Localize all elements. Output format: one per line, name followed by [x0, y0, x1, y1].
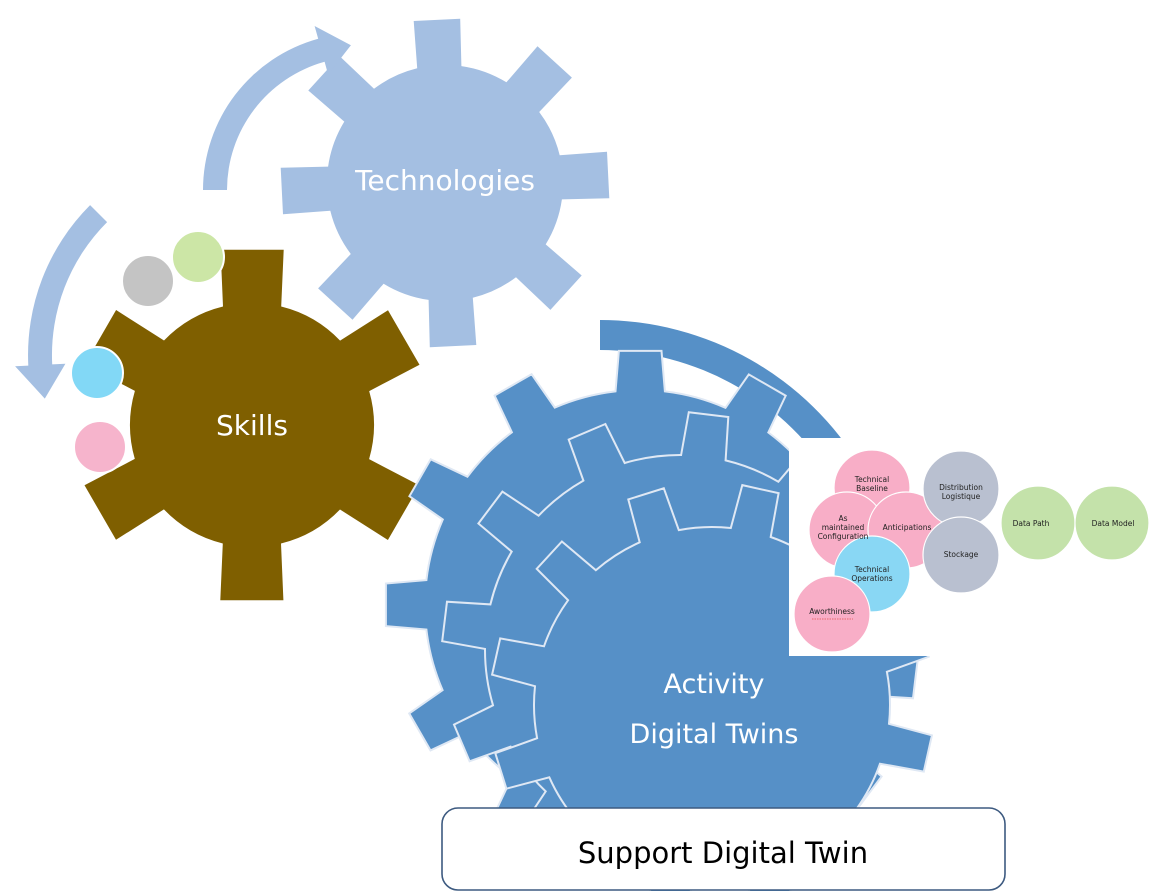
venn-label-logistique: Logistique — [942, 492, 981, 501]
technologies-gear — [280, 18, 610, 348]
venn-label-operations: Operations — [851, 574, 892, 583]
venn-label-maintained: maintained — [822, 523, 865, 532]
venn-label-baseline: Baseline — [856, 484, 888, 493]
green-dot — [171, 230, 225, 284]
skills-label: Skills — [216, 409, 288, 442]
technologies-label: Technologies — [354, 164, 535, 197]
venn-data-model — [1074, 485, 1150, 561]
venn-label-configuration: Configuration — [818, 532, 869, 541]
gray-dot — [121, 254, 175, 308]
venn-label-anticipations: Anticipations — [883, 523, 932, 532]
support-digital-twin-label: Support Digital Twin — [578, 836, 868, 870]
digital-twins-label: Digital Twins — [630, 719, 799, 750]
venn-label-data-path: Data Path — [1013, 519, 1050, 528]
venn-label-technical: Technical — [854, 475, 889, 484]
venn-label-distribution: Distribution — [939, 483, 983, 492]
venn-label-technical-ops: Technical — [854, 565, 889, 574]
venn-diagram — [793, 449, 1150, 653]
cyan-dot — [70, 346, 124, 400]
pink-dot — [73, 420, 127, 474]
venn-label-data-model: Data Model — [1092, 519, 1135, 528]
venn-label-as: As — [838, 514, 847, 523]
skills-gear — [84, 249, 420, 601]
curved-arrow-top — [203, 26, 351, 190]
venn-label-stockage: Stockage — [944, 550, 979, 559]
support-digital-twin-box — [441, 807, 1006, 891]
venn-label-aworthiness: Aworthiness — [809, 607, 855, 616]
activity-label: Activity — [664, 669, 765, 700]
venn-aworthiness — [793, 575, 871, 653]
venn-stockage — [922, 516, 1000, 594]
curved-arrow-left — [15, 205, 108, 399]
